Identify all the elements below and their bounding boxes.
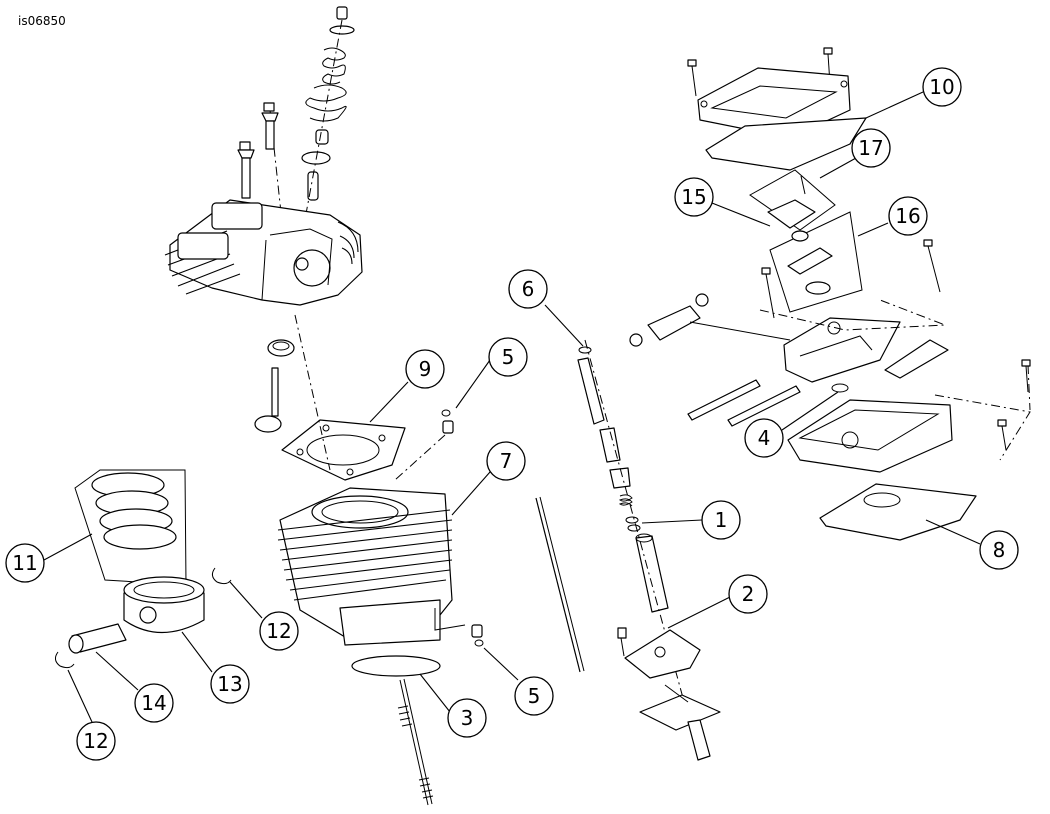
svg-text:15: 15: [681, 185, 706, 209]
svg-text:14: 14: [141, 691, 166, 715]
cylinder: [277, 487, 466, 646]
dowel-pin: [441, 409, 454, 434]
leader-line: [711, 202, 771, 227]
rocker-arm-and-shaft: [629, 293, 791, 347]
svg-text:11: 11: [12, 551, 37, 575]
tappet: [664, 684, 711, 761]
svg-text:12: 12: [266, 619, 291, 643]
valve-spring-assembly: [301, 6, 355, 201]
right-bolts: [997, 359, 1031, 451]
cylinder-head: [164, 199, 363, 306]
callout-5-lower: 5: [514, 676, 554, 716]
rocker-housing-gasket: [819, 483, 977, 541]
assembly-line: [1027, 364, 1031, 411]
intake-seal-and-valve: [254, 339, 295, 433]
callout-16: 16: [888, 196, 928, 236]
leader-line: [781, 391, 839, 431]
svg-text:12: 12: [83, 729, 108, 753]
callout-12-left: 12: [76, 721, 116, 761]
leader-line: [43, 533, 93, 561]
retaining-ring: [54, 651, 75, 669]
breather-assembly-box: [749, 169, 836, 231]
callout-6: 6: [508, 269, 548, 309]
assembly-line: [584, 339, 701, 761]
assembly-line: [294, 314, 331, 471]
svg-text:16: 16: [895, 204, 920, 228]
o-ring: [831, 383, 849, 393]
svg-text:5: 5: [528, 684, 541, 708]
piston: [123, 576, 205, 634]
callout-2: 2: [728, 574, 768, 614]
leader-line: [925, 519, 981, 545]
svg-text:6: 6: [522, 277, 535, 301]
rocker-housing: [783, 317, 901, 383]
leader-line: [369, 381, 409, 423]
piston-pin: [68, 623, 127, 654]
leader-line: [667, 596, 731, 629]
svg-text:8: 8: [993, 538, 1006, 562]
leader-line: [865, 91, 924, 119]
leader-line: [419, 673, 451, 713]
callout-12-right: 12: [259, 611, 299, 651]
tappet-cuff: [617, 627, 701, 679]
callout-14: 14: [134, 683, 174, 723]
leader-line: [455, 359, 491, 409]
leader-line: [181, 631, 213, 673]
svg-text:3: 3: [461, 706, 474, 730]
leader-line: [229, 581, 263, 619]
retaining-ring: [211, 567, 232, 585]
callout-8: 8: [979, 530, 1019, 570]
illustration-id: is06850: [18, 14, 66, 28]
callout-17: 17: [851, 128, 891, 168]
dowel-pin: [471, 624, 484, 647]
callout-4: 4: [744, 418, 784, 458]
svg-text:1: 1: [715, 508, 728, 532]
callout-1: 1: [701, 500, 741, 540]
callout-13: 13: [210, 664, 250, 704]
assembly-line: [759, 299, 946, 331]
cylinder-stud: [397, 678, 434, 806]
leader-line: [857, 222, 889, 237]
callout-5-upper: 5: [488, 337, 528, 377]
callout-9: 9: [405, 349, 445, 389]
leader-line: [67, 669, 93, 723]
tappet-gasket: [639, 694, 721, 731]
svg-text:2: 2: [742, 582, 755, 606]
leader-line: [544, 304, 584, 347]
callout-7: 7: [486, 441, 526, 481]
svg-text:17: 17: [858, 136, 883, 160]
pushrod: [535, 496, 585, 673]
pushrod-cover-upper: [577, 346, 641, 532]
svg-text:9: 9: [419, 357, 432, 381]
cylinder-o-ring: [351, 655, 441, 677]
rocker-shafts: [687, 379, 801, 427]
piston-rings: [74, 469, 187, 586]
leader-line: [483, 647, 519, 681]
cylinder-head-gasket: [281, 419, 406, 481]
svg-text:5: 5: [502, 345, 515, 369]
callout-11: 11: [5, 543, 45, 583]
callout-3: 3: [447, 698, 487, 738]
leader-line: [819, 157, 857, 179]
svg-text:13: 13: [217, 672, 242, 696]
cylinder-head-bolt: [237, 102, 279, 199]
lower-rocker-housing: [787, 399, 953, 473]
rocker-cover: [697, 67, 851, 139]
leader-line: [641, 519, 703, 524]
rocker-arm: [884, 339, 949, 379]
callout-10: 10: [922, 67, 962, 107]
callout-15: 15: [674, 177, 714, 217]
svg-text:7: 7: [500, 449, 513, 473]
assembly-line: [394, 434, 446, 481]
leader-line: [95, 651, 139, 691]
assembly-line: [934, 394, 1031, 461]
svg-text:10: 10: [929, 75, 954, 99]
leader-line: [451, 471, 491, 516]
svg-text:4: 4: [758, 426, 771, 450]
rocker-cover-gasket: [705, 117, 867, 171]
rocker-housing-bolts: [761, 239, 941, 319]
pushrod-cover-lower: [635, 533, 669, 613]
umbrella-valve-box: [769, 211, 863, 313]
